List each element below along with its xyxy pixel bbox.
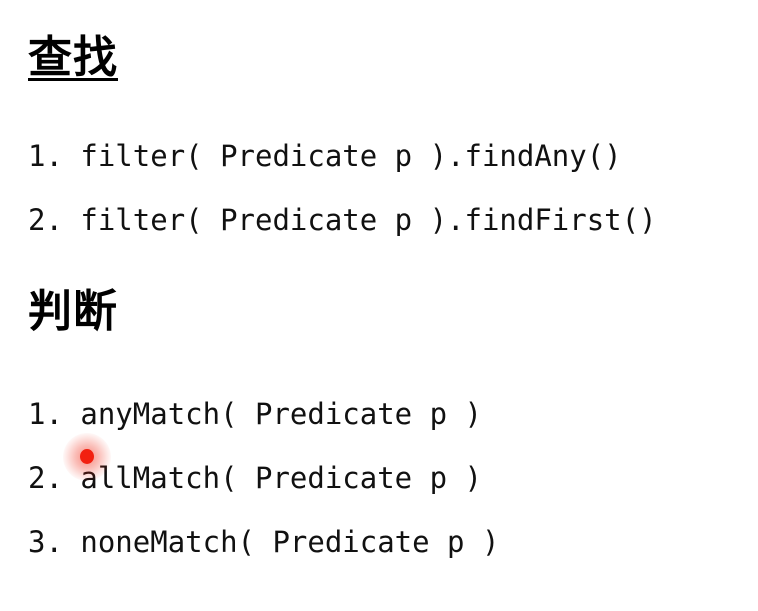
- list-item-text: allMatch( Predicate p ): [80, 461, 482, 495]
- list-judge: 1. anyMatch( Predicate p ) 2. allMatch( …: [28, 382, 499, 574]
- list-item-text: filter( Predicate p ).findFirst(): [80, 203, 657, 237]
- list-item-marker: 1.: [28, 397, 81, 431]
- list-item-text: noneMatch( Predicate p ): [80, 525, 500, 559]
- list-item-marker: 2.: [28, 461, 81, 495]
- list-item-marker: 2.: [28, 203, 81, 237]
- section-heading-judge: 判断: [28, 286, 118, 337]
- list-item-text: anyMatch( Predicate p ): [80, 397, 482, 431]
- list-item[interactable]: 2. filter( Predicate p ).findFirst(): [28, 188, 657, 252]
- list-item[interactable]: 2. allMatch( Predicate p ): [28, 446, 499, 510]
- list-item-text: filter( Predicate p ).findAny(): [80, 139, 622, 173]
- list-item[interactable]: 1. anyMatch( Predicate p ): [28, 382, 499, 446]
- list-item[interactable]: 1. filter( Predicate p ).findAny(): [28, 124, 657, 188]
- list-item[interactable]: 3. noneMatch( Predicate p ): [28, 510, 499, 574]
- section-heading-find: 查找: [28, 32, 118, 83]
- list-item-marker: 3.: [28, 525, 81, 559]
- list-item-marker: 1.: [28, 139, 81, 173]
- list-find: 1. filter( Predicate p ).findAny() 2. fi…: [28, 124, 657, 252]
